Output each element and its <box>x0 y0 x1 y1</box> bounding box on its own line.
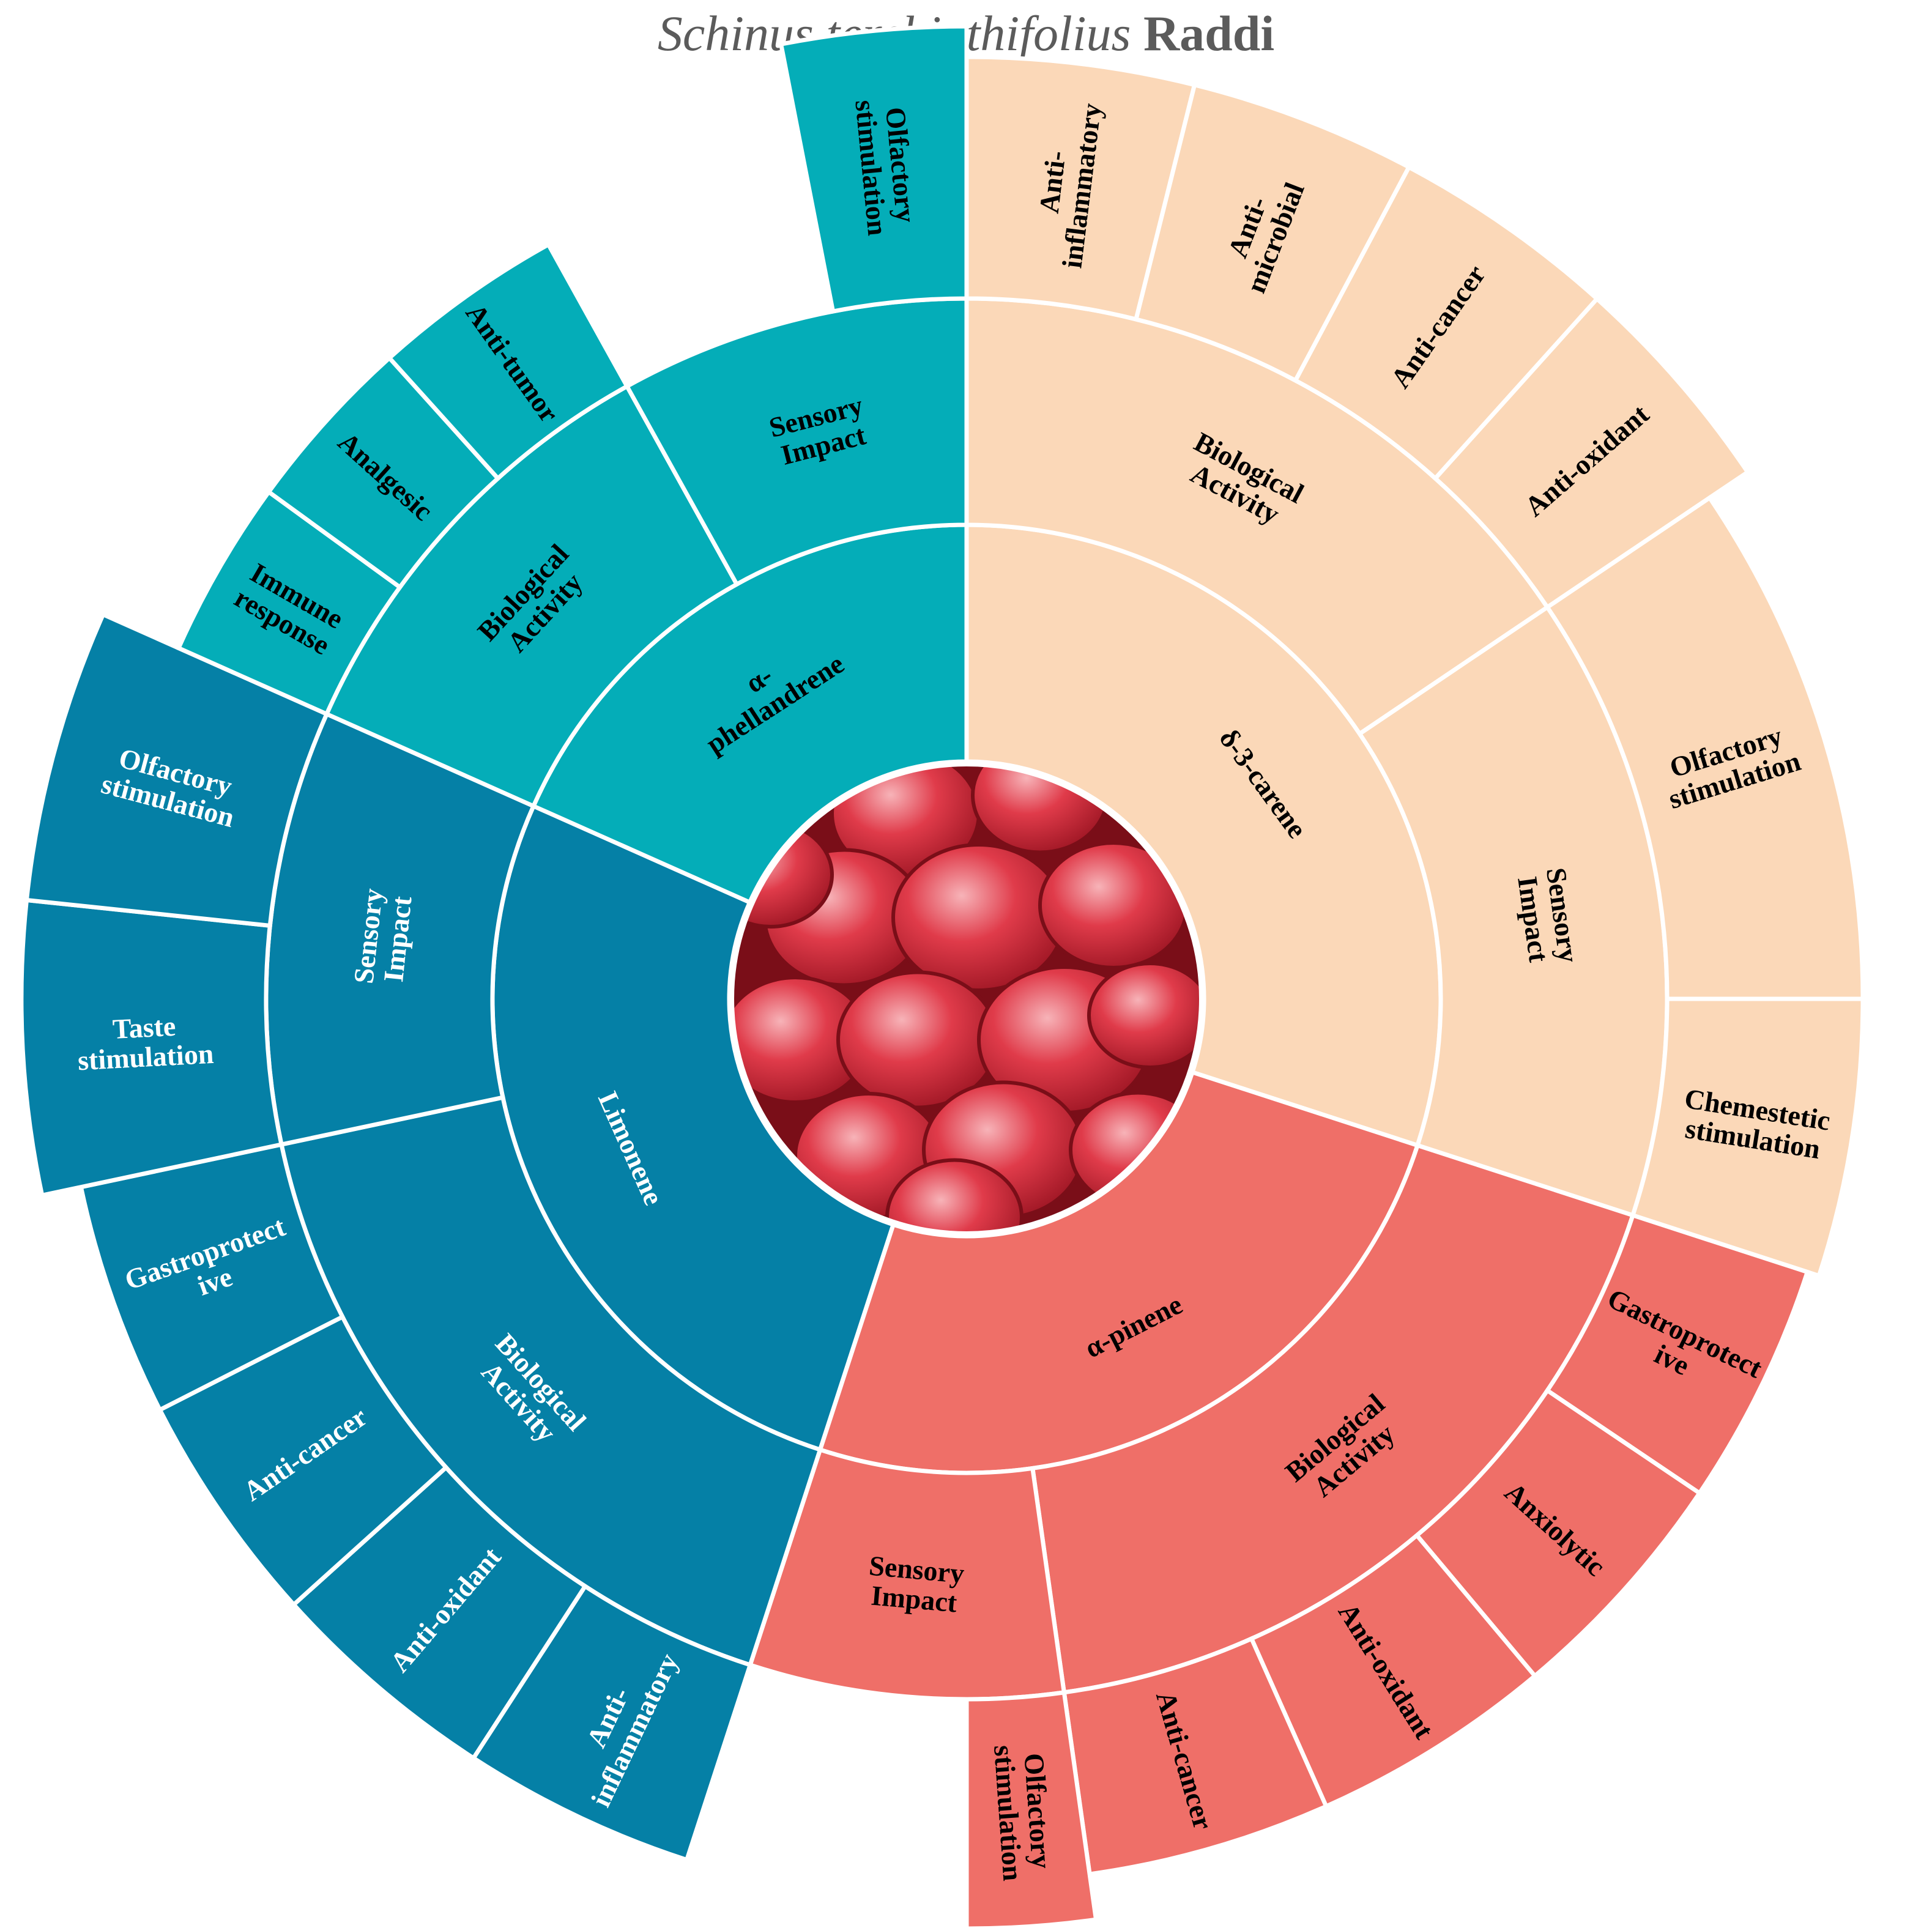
berry-13 <box>885 1158 1024 1234</box>
label-limonene-sensory-impact: SensoryImpact <box>347 887 418 988</box>
label-limonene-taste-stimulation: Tastestimulation <box>75 1009 214 1077</box>
segment-alpha-phellandrene-anti-tumor <box>386 242 630 482</box>
segment-delta-3-carene-chemestetic-stimulation <box>1630 996 1865 1279</box>
label-alpha-pinene-olfactory-stimulation: Olfactorystimulation <box>988 1742 1058 1882</box>
segment-alpha-pinene-olfactory-stimulation <box>964 1689 1099 1928</box>
segment-delta-3-carene-anti-oxidant <box>1432 295 1751 610</box>
berry-3 <box>891 843 1066 992</box>
author-name: Raddi <box>1143 6 1275 61</box>
berry-8 <box>1087 962 1202 1069</box>
segment-alpha-phellandrene-olfactory-stimulation <box>778 24 969 314</box>
label-alpha-pinene-sensory-impact: SensoryImpact <box>865 1550 965 1619</box>
sunburst-segments <box>19 24 1865 1928</box>
segment-limonene-olfactory-stimulation <box>24 611 330 929</box>
label-alpha-phellandrene-olfactory-stimulation: Olfactorystimulation <box>849 95 923 237</box>
